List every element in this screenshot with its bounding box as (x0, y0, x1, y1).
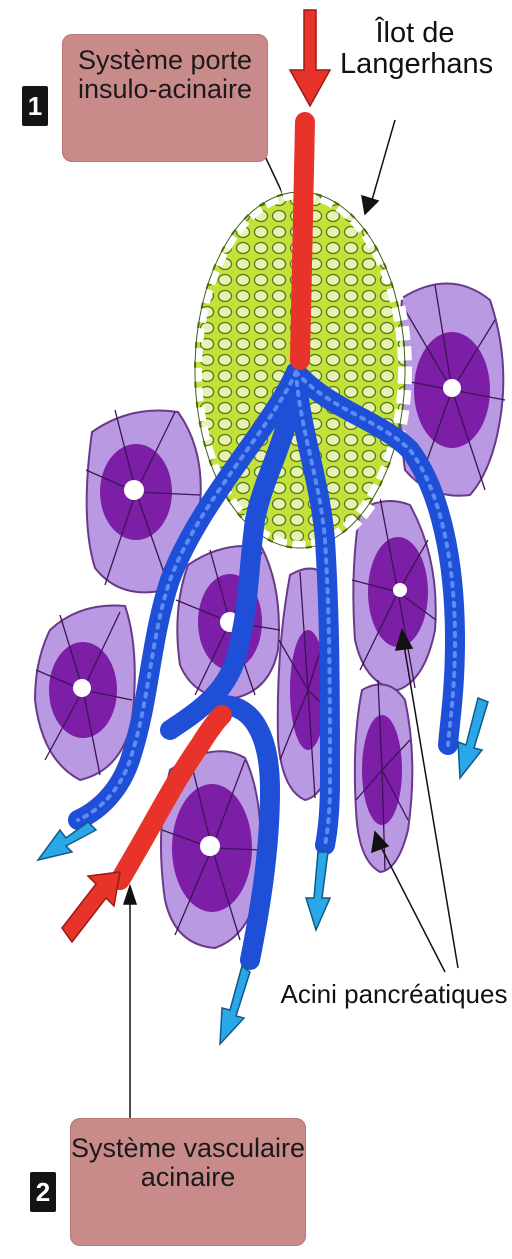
vascular-system-label: Système vasculaire acinaire (70, 1118, 306, 1246)
islet-label: Îlot de Langerhans (340, 18, 490, 81)
portal-system-label: Système porte insulo-acinaire (62, 34, 268, 162)
islet-label-line2: Langerhans (340, 49, 490, 80)
label-number-1: 1 (22, 86, 48, 126)
islet-label-line1: Îlot de (340, 18, 490, 49)
portal-system-label-line2: insulo-acinaire (62, 75, 268, 104)
acinus-right-middle (352, 498, 436, 690)
acini-label: Acini pancréatiques (276, 980, 512, 1008)
vascular-system-label-line2: acinaire (70, 1163, 306, 1192)
portal-system-label-line1: Système porte (62, 46, 268, 75)
vascular-system-label-line1: Système vasculaire (70, 1134, 306, 1163)
label-number-2: 2 (30, 1172, 56, 1212)
acinus-left-lower (35, 606, 135, 781)
